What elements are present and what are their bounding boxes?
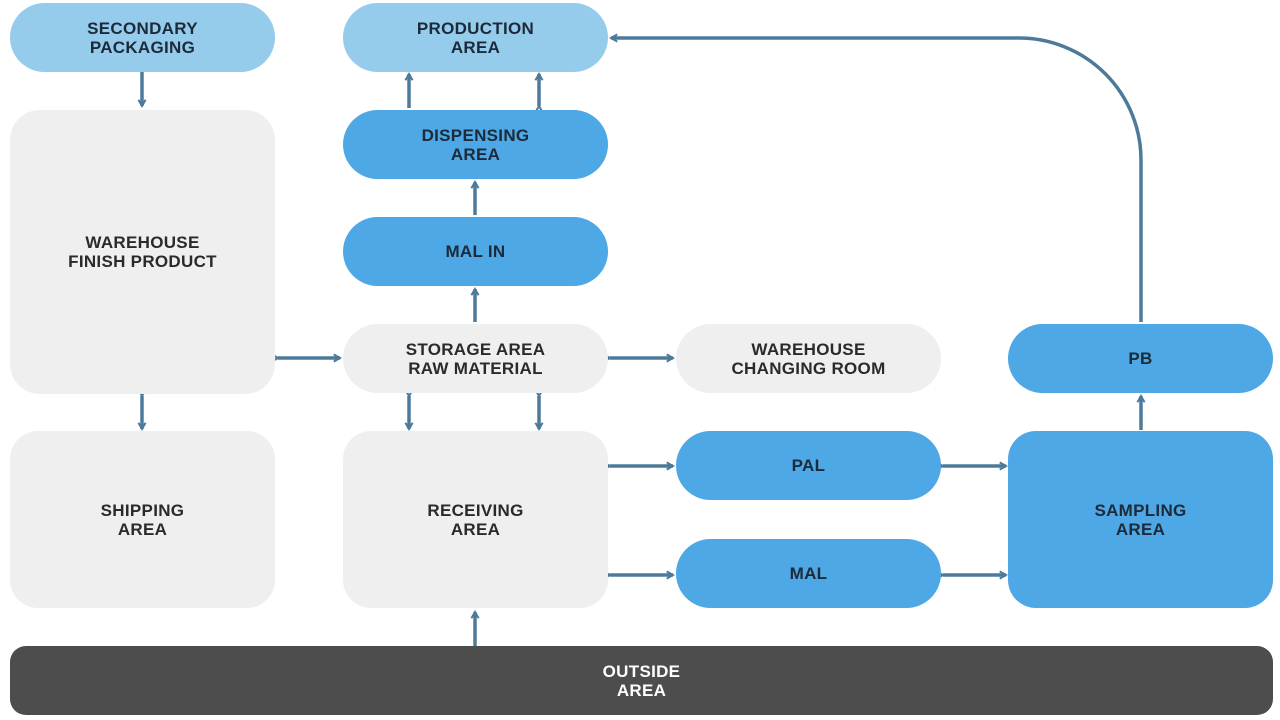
node-production-area: PRODUCTION AREA: [343, 3, 608, 72]
node-shipping-area: SHIPPING AREA: [10, 431, 275, 608]
node-dispensing-area: DISPENSING AREA: [343, 110, 608, 179]
node-sampling-area: SAMPLING AREA: [1008, 431, 1273, 608]
node-receiving-area: RECEIVING AREA: [343, 431, 608, 608]
node-mal-in: MAL IN: [343, 217, 608, 286]
node-warehouse-finish-product: WAREHOUSE FINISH PRODUCT: [10, 110, 275, 394]
arrow-pb-to-production: [611, 38, 1143, 322]
node-outside-area: OUTSIDE AREA: [10, 646, 1273, 715]
node-warehouse-changing-room: WAREHOUSE CHANGING ROOM: [676, 324, 941, 393]
node-mal: MAL: [676, 539, 941, 608]
node-secondary-packaging: SECONDARY PACKAGING: [10, 3, 275, 72]
node-pb: PB: [1008, 324, 1273, 393]
node-storage-area: STORAGE AREA RAW MATERIAL: [343, 324, 608, 393]
node-pal: PAL: [676, 431, 941, 500]
